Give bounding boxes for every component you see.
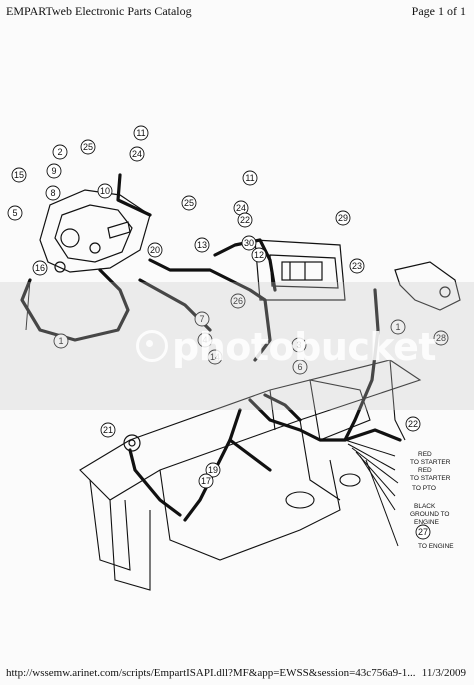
svg-text:8: 8 [50, 188, 55, 198]
svg-text:12: 12 [254, 250, 264, 260]
part-callout: 1 [390, 319, 406, 335]
label-ground-to: GROUND TO [410, 511, 450, 518]
svg-text:27: 27 [418, 527, 428, 537]
part-callout: 27 [415, 524, 431, 540]
part-callout: 9 [46, 163, 62, 179]
page-indicator: Page 1 of 1 [411, 4, 466, 18]
part-callout: 25 [181, 195, 197, 211]
wire-labels: RED TO STARTER RED TO STARTER TO PTO BLA… [410, 451, 454, 550]
part-callout: 2 [52, 144, 68, 160]
part-callout: 8 [45, 185, 61, 201]
svg-text:25: 25 [184, 198, 194, 208]
svg-text:15: 15 [14, 170, 24, 180]
part-callout: 26 [230, 293, 246, 309]
svg-text:24: 24 [236, 203, 246, 213]
svg-text:5: 5 [12, 208, 17, 218]
svg-text:9: 9 [51, 166, 56, 176]
part-callout: 28 [433, 330, 449, 346]
svg-text:22: 22 [408, 419, 418, 429]
part-callout: 11 [133, 125, 149, 141]
dash-panel [39, 189, 151, 273]
part-callout: 29 [335, 210, 351, 226]
svg-text:14: 14 [210, 352, 220, 362]
part-callout: 6 [292, 359, 308, 375]
label-to-starter-2: TO STARTER [410, 475, 451, 482]
svg-text:19: 19 [208, 465, 218, 475]
svg-text:24: 24 [132, 149, 142, 159]
chassis-frame [79, 359, 422, 591]
part-callout: 17 [198, 473, 214, 489]
watermark-logo-icon [136, 330, 168, 362]
label-black: BLACK [414, 503, 436, 510]
svg-text:22: 22 [240, 215, 250, 225]
svg-text:1: 1 [58, 336, 63, 346]
svg-text:30: 30 [244, 238, 254, 248]
part-callout: 5 [7, 205, 23, 221]
label-to-starter-1: TO STARTER [410, 459, 451, 466]
svg-text:16: 16 [35, 263, 45, 273]
part-callout: 7 [194, 311, 210, 327]
svg-text:26: 26 [233, 296, 243, 306]
callout-label: 11 [136, 128, 145, 138]
label-engine: ENGINE [414, 519, 440, 526]
part-callout: 13 [194, 237, 210, 253]
part-callout: 30 [241, 235, 257, 251]
part-callout: 19 [205, 462, 221, 478]
part-callout: 20 [147, 242, 163, 258]
svg-text:11: 11 [245, 173, 254, 183]
part-callout: 25 [80, 139, 96, 155]
svg-text:23: 23 [352, 261, 362, 271]
svg-text:29: 29 [338, 213, 348, 223]
svg-text:1: 1 [395, 322, 400, 332]
footer-url: http://wssemw.arinet.com/scripts/EmpartI… [6, 667, 416, 679]
label-to-pto: TO PTO [412, 485, 436, 492]
svg-text:28: 28 [436, 333, 446, 343]
footer-date: 11/3/2009 [421, 667, 466, 679]
svg-text:3: 3 [296, 340, 301, 350]
svg-text:20: 20 [150, 245, 160, 255]
part-callout: 11 [242, 170, 258, 186]
wire-leads [25, 279, 399, 547]
svg-text:10: 10 [100, 186, 110, 196]
svg-text:7: 7 [199, 314, 204, 324]
svg-text:25: 25 [83, 142, 93, 152]
part-callout: 10 [97, 183, 113, 199]
watermark-logo-dot [146, 340, 153, 347]
part-callout: 16 [32, 260, 48, 276]
part-callout: 12 [251, 247, 267, 263]
watermark-band [0, 282, 474, 410]
part-callout: 23 [349, 258, 365, 274]
part-callout: 21 [100, 422, 116, 438]
svg-text:17: 17 [201, 476, 211, 486]
pto-switch [54, 261, 461, 452]
part-callout: 3 [291, 337, 307, 353]
watermark-text: photobucket [172, 325, 437, 369]
label-red-2: RED [418, 467, 432, 474]
part-callout: 14 [207, 349, 223, 365]
label-to-engine: TO ENGINE [418, 543, 454, 550]
part-callouts: 11 25 24 2 9 15 8 5 10 11 25 24 22 29 30… [7, 125, 449, 540]
part-callout: 4 [197, 332, 213, 348]
part-callout: 22 [237, 212, 253, 228]
svg-text:6: 6 [297, 362, 302, 372]
battery-box [254, 239, 346, 301]
part-callout: 1 [53, 333, 69, 349]
svg-text:2: 2 [57, 147, 62, 157]
part-callout: 22 [405, 416, 421, 432]
svg-text:13: 13 [197, 240, 207, 250]
part-callout: 24 [129, 146, 145, 162]
svg-text:21: 21 [103, 425, 113, 435]
label-red-1: RED [418, 451, 432, 458]
catalog-title: EMPARTweb Electronic Parts Catalog [6, 4, 192, 18]
svg-text:4: 4 [202, 335, 207, 345]
part-callout: 15 [11, 167, 27, 183]
